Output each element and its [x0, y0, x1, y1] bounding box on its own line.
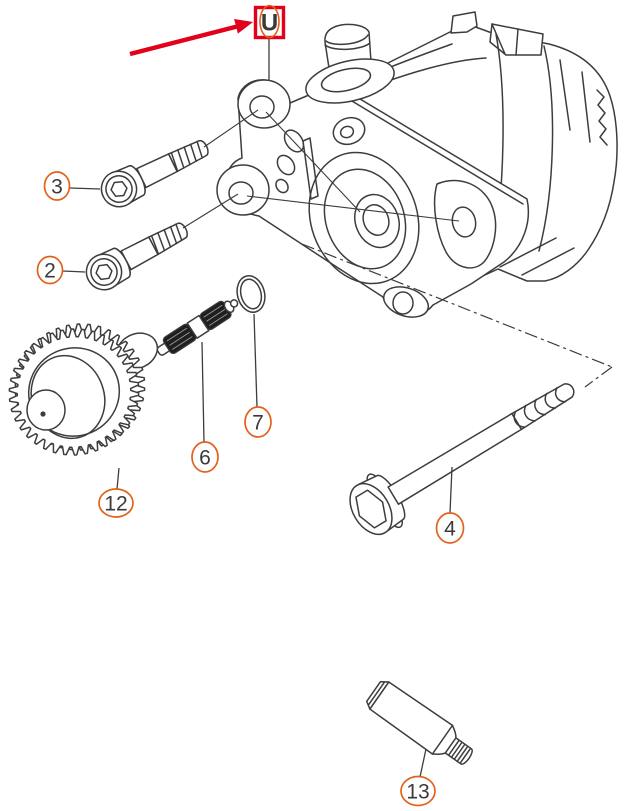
front-bore-ring — [323, 168, 407, 270]
bolt-item-2 — [85, 222, 188, 291]
callout-number: 12 — [104, 493, 127, 516]
callout-12[interactable]: 12 — [98, 467, 134, 518]
housing-contour — [538, 45, 554, 252]
bolt-head-ring — [90, 258, 118, 286]
bolt-threads — [148, 222, 188, 256]
bolt-threads — [511, 383, 575, 431]
callout-circle[interactable] — [43, 171, 71, 201]
o-ring-outer — [236, 275, 266, 313]
callout-leader — [69, 187, 101, 190]
bolt-head-face — [349, 482, 393, 536]
front-bore-ring — [362, 204, 390, 236]
arrow-shaft — [129, 24, 238, 57]
callout-circle[interactable] — [244, 406, 272, 438]
hex-socket — [110, 180, 128, 198]
housing-fins — [596, 89, 608, 146]
callout-number: 7 — [252, 412, 264, 435]
mounting-boss — [216, 164, 270, 216]
mounting-hole — [249, 95, 275, 119]
casting-dimple — [275, 178, 289, 194]
callout-leader — [253, 313, 258, 408]
o-ring-inner — [239, 278, 263, 310]
bolt-shank — [387, 412, 523, 505]
o-ring-item-7 — [236, 275, 266, 313]
casting-dimple — [283, 129, 305, 153]
marker-oval — [259, 4, 280, 39]
port-opening — [320, 67, 372, 93]
callout-leader — [449, 466, 453, 514]
leader-line — [203, 109, 259, 148]
callout-leader — [62, 270, 86, 273]
bolt-threads — [167, 139, 209, 173]
callout-2[interactable]: 2 — [36, 255, 86, 285]
callout-number: 2 — [44, 260, 56, 283]
hex-socket — [95, 263, 113, 281]
bolt-item-3 — [100, 139, 209, 208]
leader-line — [246, 195, 460, 222]
callout-number: 3 — [51, 176, 63, 199]
callout-circle[interactable] — [98, 488, 134, 518]
bolt-head-ring — [105, 175, 133, 203]
housing-contour — [499, 237, 575, 276]
port-flange — [305, 58, 395, 104]
shaft-item-6 — [156, 299, 239, 356]
callout-circle[interactable] — [36, 255, 64, 285]
hex-head-facets — [355, 489, 387, 529]
housing-lug — [450, 11, 478, 34]
housing-lug-edge — [491, 23, 519, 56]
sealant-tube-item-13 — [365, 680, 473, 765]
mounting-hole — [228, 181, 254, 205]
arrow-head — [234, 19, 253, 34]
tube-crimp-fold — [367, 681, 385, 706]
mounting-hole — [392, 291, 414, 315]
housing-outline — [335, 24, 618, 308]
mounting-boss — [237, 79, 291, 129]
port-stub-band — [325, 34, 369, 46]
gear-center-mark — [40, 411, 46, 417]
housing-contour — [559, 59, 591, 143]
leader-line — [265, 111, 361, 213]
gear-hub-face — [26, 389, 66, 431]
callout-3[interactable]: 3 — [43, 171, 101, 201]
callout-number: 6 — [199, 447, 211, 470]
front-plate-edge — [336, 91, 524, 205]
marker-label: U — [261, 10, 278, 37]
gear-item-12 — [8, 323, 159, 456]
callout-circle[interactable] — [400, 775, 436, 807]
bolt-item-4 — [349, 383, 575, 536]
callout-circle[interactable] — [191, 441, 219, 473]
callout-leader — [116, 467, 120, 490]
highlight-arrow — [129, 19, 253, 57]
callout-number: 4 — [444, 518, 456, 541]
assembly-axis-line — [301, 243, 613, 388]
small-boss — [332, 116, 366, 146]
casting-dimple — [276, 154, 296, 176]
callout-7[interactable]: 7 — [244, 313, 272, 438]
callout-number: 13 — [406, 781, 429, 804]
callout-circle[interactable] — [435, 512, 465, 544]
tube-cap-ribs — [447, 739, 472, 764]
callout-13[interactable]: 13 — [400, 748, 436, 807]
front-bore-ring — [308, 151, 420, 285]
tube-body — [369, 681, 454, 755]
callout-leader — [419, 748, 427, 778]
small-boss-hole — [339, 125, 355, 139]
callout-6[interactable]: 6 — [191, 341, 219, 473]
leader-line — [182, 193, 239, 229]
thread-hatching — [170, 140, 204, 172]
mounting-hole — [451, 206, 477, 238]
position-marker-u: U — [253, 4, 286, 40]
right-mounting-ear — [433, 179, 497, 269]
shaft-nub — [229, 299, 239, 308]
callout-4[interactable]: 4 — [435, 466, 465, 544]
port-stub-band — [324, 42, 371, 51]
callout-leader — [201, 341, 205, 443]
thread-rings — [513, 386, 567, 428]
pump-assembly-drawing — [216, 11, 618, 318]
thread-hatching — [150, 223, 183, 255]
